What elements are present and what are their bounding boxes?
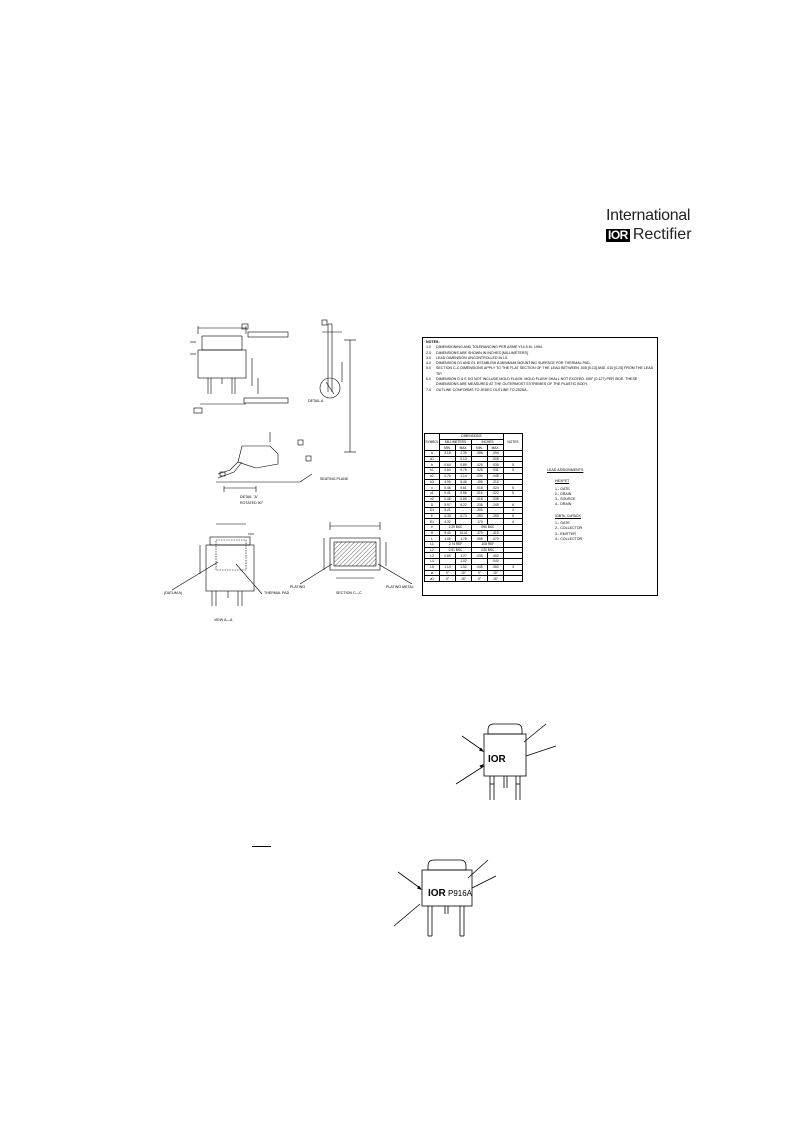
label-rotated: ROTATED 90°	[240, 501, 264, 505]
part-marking-example-1: IOR	[455, 723, 557, 800]
note-item: 4.0 DIMENSION D1 AND E1 ESTABLISH A MINIM…	[426, 361, 655, 366]
notes-header: NOTES:	[426, 340, 440, 344]
cell-note	[503, 472, 523, 480]
cell-note	[503, 575, 523, 582]
note-text: DIMENSIONING AND TOLERANCING PER ASME Y1…	[436, 345, 543, 350]
logo-text-international: International	[606, 207, 691, 224]
note-text: OUTLINE CONFORMS TO JEDEC OUTLINE TO-252…	[436, 387, 528, 392]
note-number: 2.0	[426, 350, 431, 355]
logo-mark-ior: IOR	[606, 227, 630, 242]
col-max: MAX.	[487, 444, 504, 452]
note-item: 5.0 SECTION C-C DIMENSIONS APPLY TO THE F…	[426, 366, 655, 377]
label-seating-plane: SEATING PLANE	[320, 477, 349, 481]
cell-note: 5	[503, 461, 523, 469]
separator-line	[252, 846, 271, 847]
col-symbol: SYMBOL	[424, 432, 440, 452]
cell-mm-min: 0°	[439, 575, 456, 582]
cell-note	[503, 495, 523, 503]
igbt-lead: 1.- GATE	[555, 521, 570, 526]
notes-list: NOTES: 1.0 DIMENSIONING AND TOLERANCING P…	[426, 340, 655, 393]
package-outline-drawing: DETAIL A SEATING PLANE DETAIL "A" ROTATE…	[164, 319, 414, 622]
note-text: DIMENSIONS ARE SHOWN IN INCHES [MILLIMET…	[436, 350, 529, 355]
note-item: 1.0 DIMENSIONING AND TOLERANCING PER ASME…	[426, 345, 655, 350]
part-logo-mark: IOR	[488, 754, 507, 765]
note-text: DIMENSION D & E DO NOT INCLUDE MOLD FLAS…	[436, 377, 638, 387]
section-cc	[299, 522, 413, 585]
company-logo: International IOR Rectifier	[606, 207, 706, 244]
hexfet-lead: 2.- DRAIN	[555, 491, 572, 496]
cell-mm-max: 15°	[455, 575, 472, 582]
hexfet-title: HEXFET	[555, 479, 570, 484]
detail-a-view	[216, 432, 313, 492]
label-datum-a: (DATUM A)	[164, 591, 182, 595]
cell-inch-min: 0°	[471, 575, 488, 582]
note-number: 6.0	[426, 377, 431, 382]
cell-symbol: ø1	[424, 575, 440, 582]
note-text: SECTION C-C DIMENSIONS APPLY TO THE FLAT…	[436, 366, 654, 376]
cell-inch-max: 15°	[487, 575, 504, 582]
logo-second-line: IOR Rectifier	[606, 226, 706, 244]
cell-note	[503, 478, 523, 486]
hexfet-lead: 1.- GATE	[555, 486, 570, 491]
igbt-title: IGBTs, CoPACK	[555, 513, 581, 518]
note-text: LEAD DIMENSION UNCONTROLLED IN L5.	[436, 355, 509, 360]
cell-note: 5	[503, 467, 523, 474]
side-view	[319, 319, 356, 453]
part-logo-mark-2: IOR	[428, 888, 447, 899]
part-marking-example-2: IOR P916A	[393, 859, 497, 937]
col-inches: INCHES	[471, 438, 504, 446]
label-plating: PLATING	[290, 585, 305, 589]
label-thermal-pad: THERMAL PAD	[264, 591, 290, 595]
note-number: 7.0	[426, 387, 431, 392]
note-item: 7.0 OUTLINE CONFORMS TO JEDEC OUTLINE TO-…	[426, 388, 655, 393]
top-view	[190, 323, 289, 414]
col-notes: NOTES	[503, 432, 523, 452]
label-section-cc: SECTION C—C	[336, 591, 362, 595]
hexfet-lead: 3.- SOURCE	[555, 497, 576, 502]
lead-assignments: LEAD ASSIGNMENTS HEXFET 1.- GATE 2.- DRA…	[547, 468, 647, 542]
note-number: 1.0	[426, 345, 431, 350]
note-item: 3.0 LEAD DIMENSION UNCONTROLLED IN L5.	[426, 356, 655, 361]
view-aa	[171, 523, 263, 606]
part-code: P916A	[448, 889, 473, 898]
cell-note	[503, 450, 523, 457]
note-number: 4.0	[426, 361, 431, 366]
cell-note: 6	[503, 501, 523, 508]
lead-assignments-title: LEAD ASSIGNMENTS	[547, 468, 584, 472]
cell-note	[503, 455, 523, 463]
note-item: 2.0 DIMENSIONS ARE SHOWN IN INCHES [MILLI…	[426, 351, 655, 356]
label-view-aa: VIEW A—A	[214, 618, 233, 622]
label-base-metal: PLATING METAL	[386, 585, 414, 589]
label-detail-a-title: DETAIL "A"	[240, 495, 259, 499]
cell-note: 5	[503, 484, 523, 491]
logo-text-rectifier: Rectifier	[632, 226, 692, 243]
note-item: 6.0 DIMENSION D & E DO NOT INCLUDE MOLD F…	[426, 377, 655, 388]
hexfet-lead: 4.- DRAIN	[555, 502, 572, 507]
notes-and-dimensions-box: NOTES: 1.0 DIMENSIONING AND TOLERANCING P…	[422, 337, 658, 596]
dimensions-table: SYMBOL DIMENSIONS NOTES MILLIMETERS INCH…	[424, 432, 523, 582]
note-number: 5.0	[426, 366, 431, 371]
igbt-lead: 2.- COLLECTOR	[555, 526, 583, 531]
igbt-lead: 4.- COLLECTOR	[555, 536, 583, 541]
label-detail-a: DETAIL A	[308, 399, 324, 403]
note-text: DIMENSION D1 AND E1 ESTABLISH A MINIMUM …	[436, 361, 591, 366]
cell-note: 5	[503, 489, 523, 497]
igbt-lead: 3.- EMITTER	[555, 531, 576, 536]
note-number: 3.0	[426, 355, 431, 360]
